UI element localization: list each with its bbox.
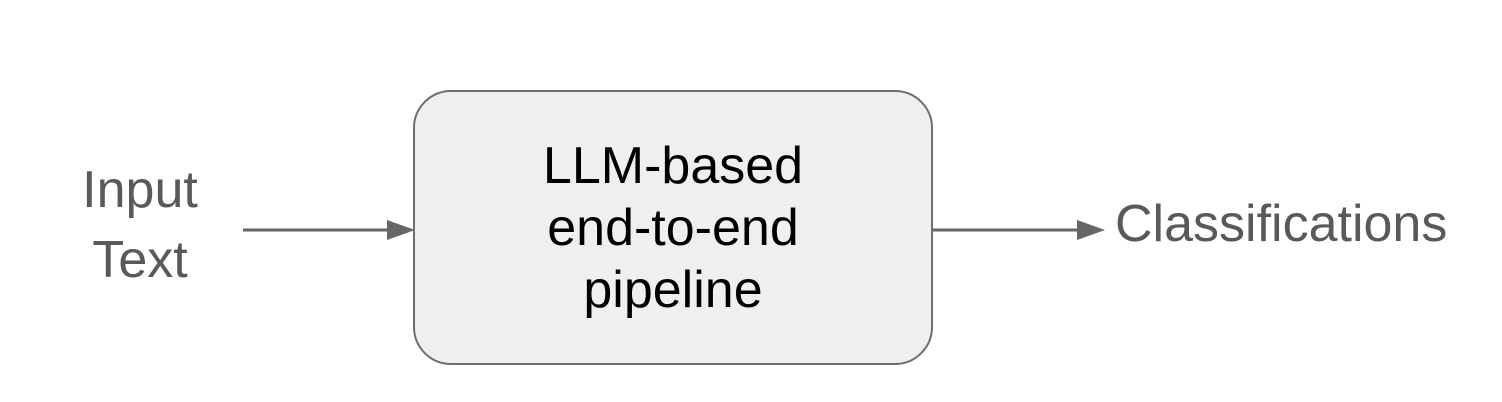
arrow-right-icon-input-to-pipeline (243, 220, 415, 240)
pipeline-box-label-line1: LLM-based (542, 136, 804, 195)
pipeline-box-label-line2: end-to-end (547, 198, 799, 257)
input-text-label-line1: Input (82, 161, 198, 219)
arrow-right-icon-pipeline-to-output (933, 220, 1105, 240)
input-text-label: Input Text (40, 155, 240, 295)
output-classifications-label: Classifications (1115, 195, 1448, 253)
pipeline-box-label-line3: pipeline (583, 260, 763, 319)
pipeline-box: LLM-based end-to-end pipeline (413, 90, 933, 365)
input-text-label-line2: Text (92, 231, 188, 289)
pipeline-box-label: LLM-based end-to-end pipeline (543, 135, 803, 321)
